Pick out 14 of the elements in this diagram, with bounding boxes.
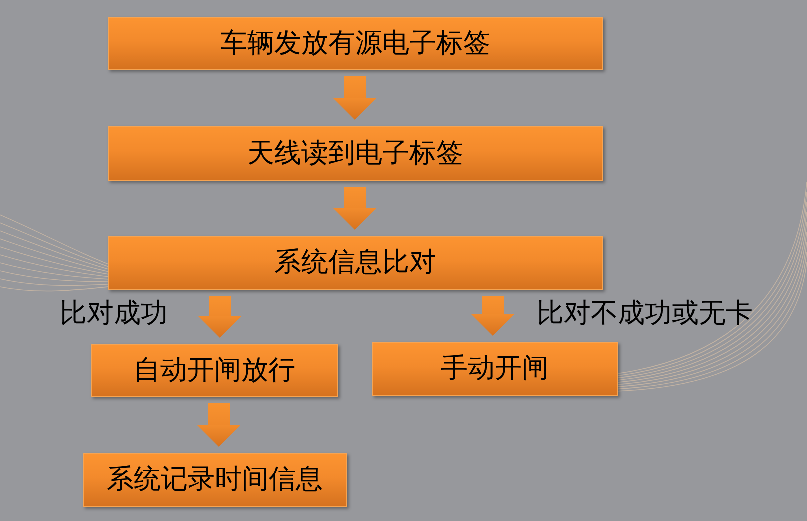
process-box [108,126,603,181]
process-box [108,236,603,290]
process-box [108,17,603,70]
edge-label: 比对成功 [60,298,168,330]
step-text: 手动开闸 [441,353,549,385]
process-box [91,344,338,397]
step-text: 天线读到电子标签 [248,138,464,170]
step-text: 系统记录时间信息 [107,464,323,496]
step-text: 车辆发放有源电子标签 [220,28,490,60]
step-text: 自动开闸放行 [134,354,296,386]
edge-label: 比对不成功或无卡 [537,298,753,330]
process-box [372,342,618,396]
step-text: 系统信息比对 [274,247,436,279]
process-box [83,453,347,507]
